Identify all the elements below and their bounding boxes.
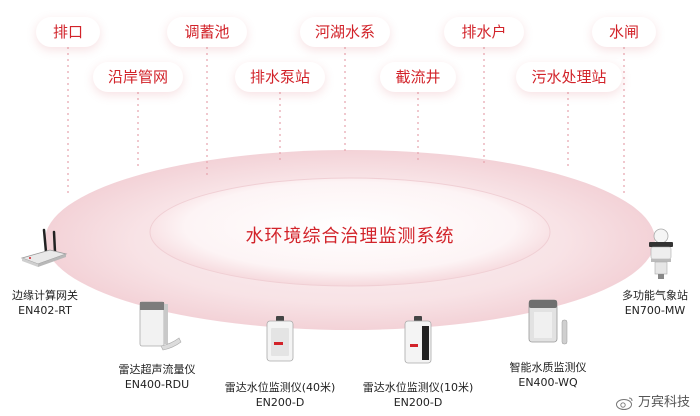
water-quality-icon [528,299,568,345]
brand-watermark: 万宾科技 [615,391,690,410]
weibo-logo-icon [615,397,633,410]
device-label-radar-level-10m: 雷达水位监测仪(10米) EN200-D [362,381,474,409]
weather-station-icon [649,228,673,279]
device-label-water-quality: 智能水质监测仪 EN400-WQ [509,361,587,389]
device-label-flowmeter: 雷达超声流量仪 EN400-RDU [118,363,196,391]
tag-interception-well: 截流井 [380,62,456,92]
radar-level-10m-icon [404,316,432,364]
radar-level-40m-icon [266,316,294,362]
tag-sluice-gate: 水闸 [592,17,656,47]
device-label-gateway: 边缘计算网关 EN402-RT [12,289,78,317]
tag-discharge-outlet: 排口 [36,17,100,47]
device-label-weather-station: 多功能气象站 EN700-MW [622,289,688,317]
tag-storage-tank: 调蓄池 [167,17,247,47]
connector-lines [67,47,625,196]
gateway-icon [20,228,68,267]
inner-ring [149,177,551,287]
tag-drainage-pump-station: 排水泵站 [235,62,325,92]
tag-sewage-treatment-station: 污水处理站 [516,62,622,92]
device-label-radar-level-40m: 雷达水位监测仪(40米) EN200-D [224,381,336,409]
brand-name: 万宾科技 [637,395,690,410]
flowmeter-icon [139,301,182,351]
system-title: 水环境综合治理监测系统 [245,226,455,247]
tag-river-lake-system: 河湖水系 [300,17,390,47]
tag-drainage-household: 排水户 [444,17,524,47]
tag-shoreline-pipe-network: 沿岸管网 [93,62,183,92]
